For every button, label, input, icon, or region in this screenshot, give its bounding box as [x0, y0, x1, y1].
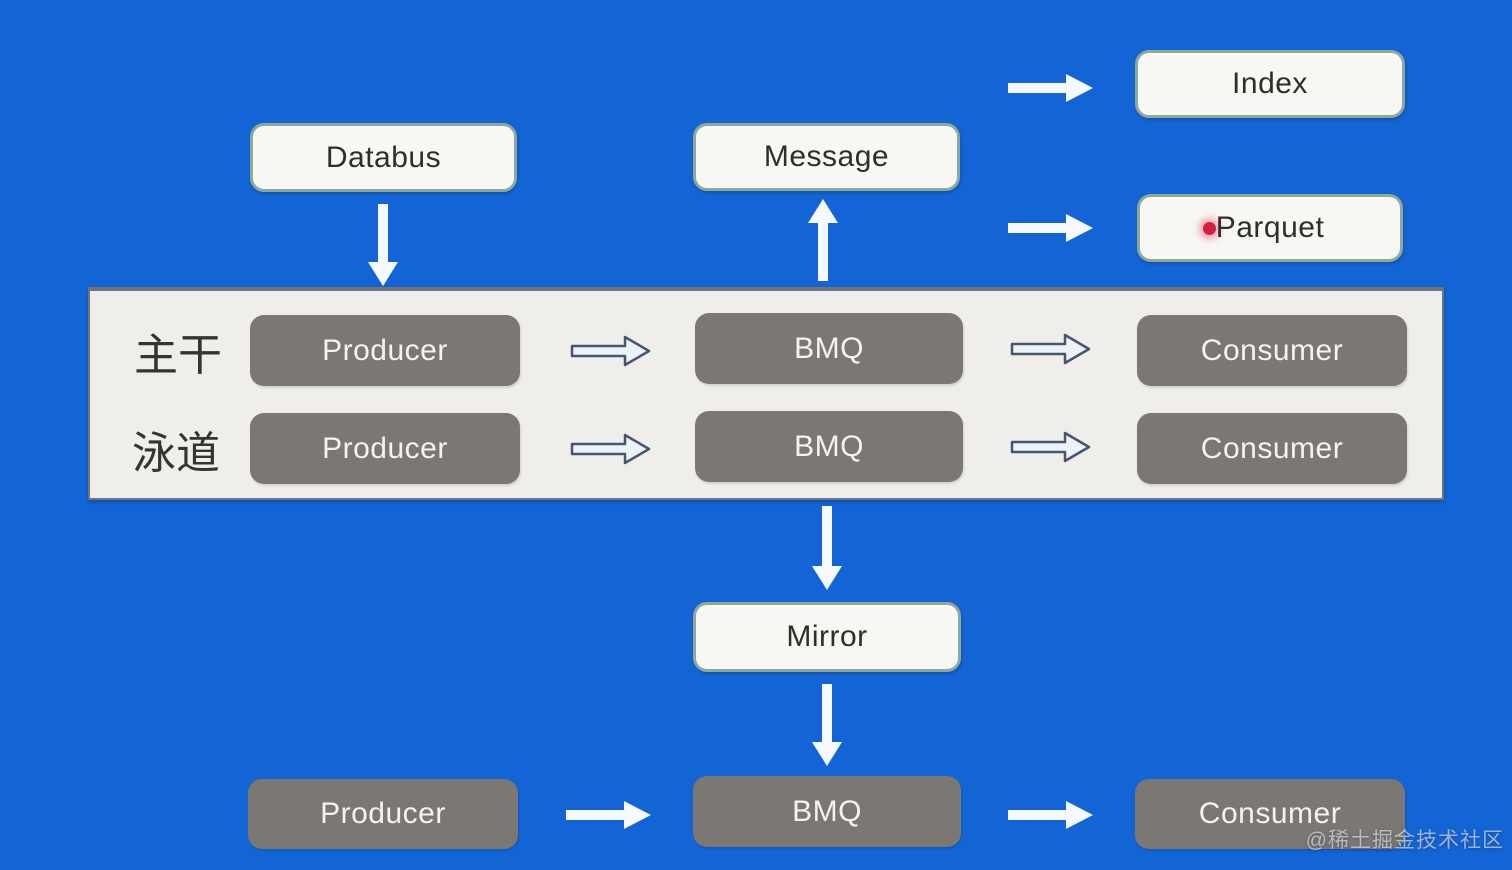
node-bmq-swimlane: BMQ [695, 411, 963, 482]
node-consumer-swimlane: Consumer [1137, 413, 1407, 484]
hollow-arrow-right-icon [570, 335, 652, 367]
node-mirror-label: Mirror [786, 620, 868, 653]
hollow-arrow-right-icon [1010, 431, 1092, 463]
watermark: @稀土掘金技术社区 [1305, 829, 1504, 852]
laser-pointer-dot [1202, 221, 1216, 235]
arrow-right-icon [1008, 74, 1093, 102]
node-index-label: Index [1232, 67, 1308, 100]
node-producer-trunk: Producer [250, 315, 520, 386]
node-producer-swimlane: Producer [250, 413, 520, 484]
hollow-arrow-right-icon [1010, 333, 1092, 365]
node-consumer-label: Consumer [1198, 797, 1342, 830]
node-parquet: Parquet [1137, 194, 1403, 262]
lane-label-swimlane: 泳道 [132, 428, 220, 478]
arrow-right-icon [1008, 801, 1093, 829]
arrow-right-icon [566, 801, 651, 829]
node-producer-label: Producer [322, 333, 448, 367]
arrow-right-icon [1008, 214, 1093, 242]
node-consumer-mirror: Consumer [1135, 779, 1405, 849]
lane-label-trunk: 主干 [134, 330, 222, 380]
node-mirror: Mirror [693, 602, 961, 672]
node-consumer-trunk: Consumer [1137, 315, 1407, 386]
arrow-down-icon [367, 204, 399, 286]
node-consumer-label: Consumer [1200, 431, 1344, 465]
node-message-label: Message [763, 140, 890, 173]
node-consumer-label: Consumer [1200, 333, 1344, 367]
node-databus-label: Databus [325, 140, 442, 174]
hollow-arrow-right-icon [570, 433, 652, 465]
node-bmq-label: BMQ [794, 429, 864, 463]
arrow-down-icon [811, 506, 843, 590]
arrow-up-icon [807, 199, 839, 281]
node-databus: Databus [250, 123, 517, 192]
node-producer-mirror: Producer [248, 779, 518, 849]
node-message: Message [693, 123, 960, 191]
node-bmq-label: BMQ [792, 794, 862, 828]
swimlane-panel: 主干 Producer BMQ Consumer 泳道 Producer BMQ [88, 287, 1444, 500]
arrow-down-icon [811, 684, 843, 766]
node-bmq-mirror: BMQ [693, 776, 961, 847]
node-producer-label: Producer [322, 431, 448, 465]
node-parquet-label: Parquet [1215, 211, 1325, 244]
node-index: Index [1135, 50, 1405, 118]
node-bmq-label: BMQ [794, 331, 864, 365]
node-producer-label: Producer [320, 797, 446, 830]
node-bmq-trunk: BMQ [695, 313, 963, 384]
